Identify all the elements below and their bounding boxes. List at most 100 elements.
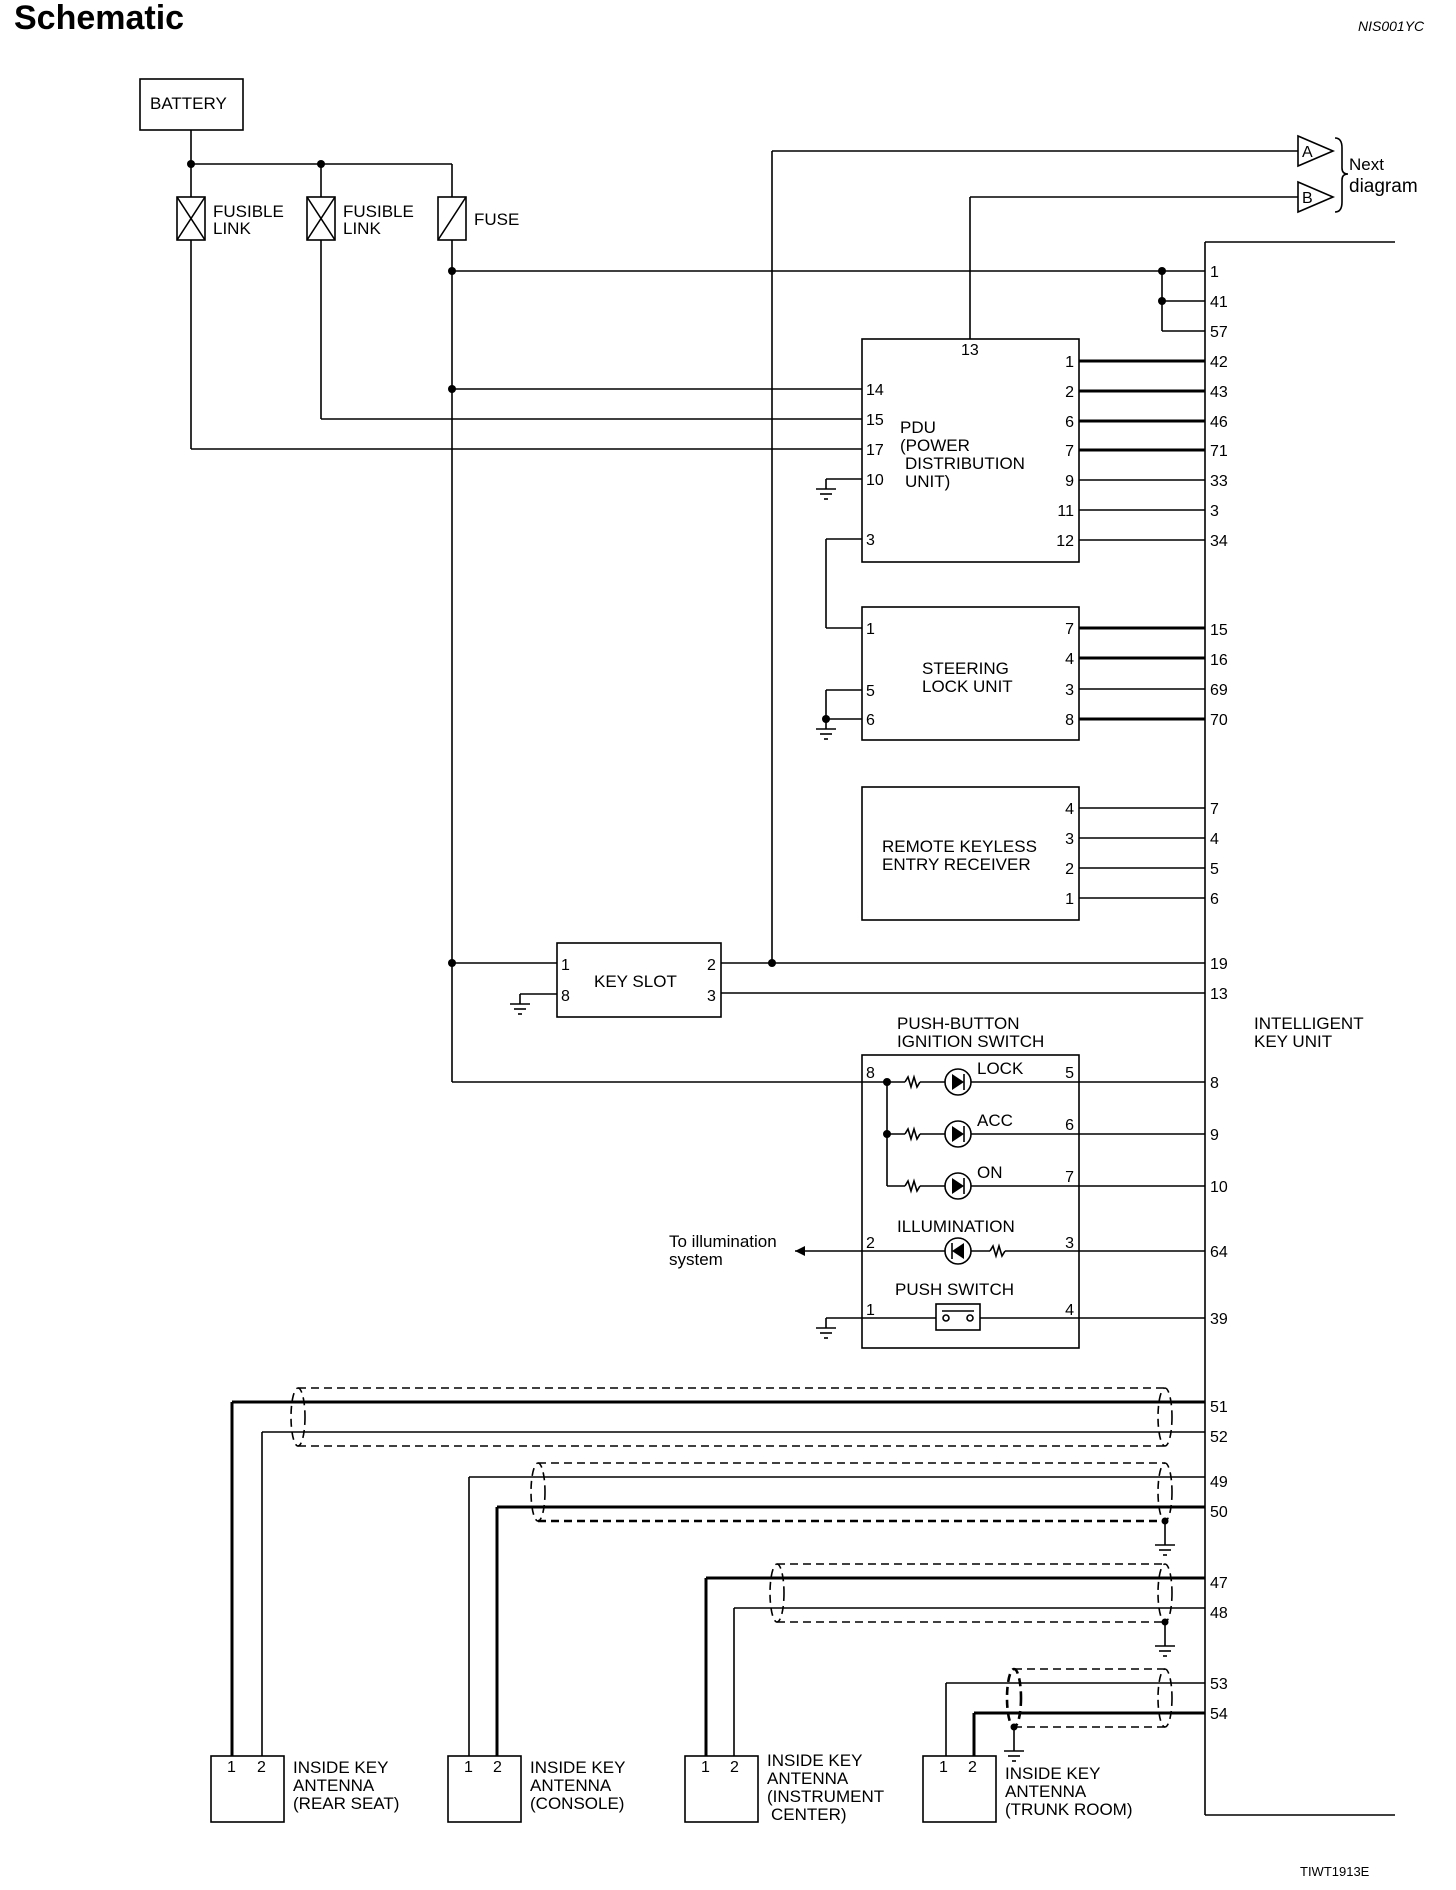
steering-lock-pin: 6	[866, 712, 875, 729]
antenna-instrument-center-label-3: (INSTRUMENT	[767, 1787, 884, 1806]
connector-b	[1297, 180, 1336, 214]
ikey-pin: 19	[1210, 956, 1228, 973]
fusible-link-1-label-2: LINK	[213, 219, 251, 238]
fusible-link-1-label: FUSIBLE	[213, 202, 284, 221]
trunk-room-antenna-harness	[945, 1667, 1205, 1756]
ikey-pin: 41	[1210, 294, 1228, 311]
pdu-left-pins: 14 15 17 10 3	[866, 382, 884, 549]
rke-receiver-pin: 4	[1065, 801, 1074, 818]
antenna-trunk-room: 1 2	[922, 1755, 997, 1823]
fusible-link-2-label-2: LINK	[343, 219, 381, 238]
ignition-switch-label: PUSH-BUTTON	[897, 1014, 1019, 1033]
pdu-pin: 14	[866, 382, 884, 399]
antenna-pin: 2	[493, 1759, 502, 1776]
antenna-console-label-3: (CONSOLE)	[530, 1794, 624, 1813]
antenna-pin: 2	[257, 1759, 266, 1776]
rke-receiver-pins: 4 3 2 1	[1065, 801, 1074, 908]
instrument-center-antenna-harness	[704, 1563, 1205, 1756]
ignition-pin: 2	[866, 1235, 875, 1252]
ikey-pin: 4	[1210, 831, 1219, 848]
ikey-pin: 48	[1210, 1605, 1228, 1622]
antenna-pin: 1	[701, 1759, 710, 1776]
ikey-pin: 34	[1210, 533, 1228, 550]
ignition-pin: 1	[866, 1302, 875, 1319]
ignition-switch-label-2: IGNITION SWITCH	[897, 1032, 1044, 1051]
ikey-pin: 5	[1210, 861, 1219, 878]
rke-receiver-pin: 2	[1065, 861, 1074, 878]
push-switch-label: PUSH SWITCH	[895, 1280, 1014, 1299]
steering-lock-pin: 4	[1065, 651, 1074, 668]
rke-receiver-pin: 1	[1065, 891, 1074, 908]
rke-receiver-label-2: ENTRY RECEIVER	[882, 855, 1031, 874]
steering-lock-pin: 1	[866, 621, 875, 638]
figure-id: TIWT1913E	[1300, 1864, 1370, 1879]
led-illumination	[795, 1237, 1205, 1265]
antenna-pin: 1	[464, 1759, 473, 1776]
antenna-rear-seat-label-3: (REAR SEAT)	[293, 1794, 399, 1813]
ikey-pin: 15	[1210, 622, 1228, 639]
push-switch	[826, 1303, 1205, 1331]
fuse	[437, 196, 467, 241]
steering-lock-pin: 7	[1065, 621, 1074, 638]
steering-lock-pin: 8	[1065, 712, 1074, 729]
ignition-pin: 4	[1065, 1302, 1074, 1319]
pdu-pin: 13	[961, 342, 979, 359]
connector-a	[1297, 134, 1336, 168]
ignition-pin: 8	[866, 1065, 875, 1082]
lock-label: LOCK	[977, 1059, 1024, 1078]
ikey-pin: 9	[1210, 1127, 1219, 1144]
ikey-pin: 8	[1210, 1075, 1219, 1092]
ikey-pin: 70	[1210, 712, 1228, 729]
ikey-pin: 51	[1210, 1399, 1228, 1416]
antenna-instrument-center-label: INSIDE KEY	[767, 1751, 862, 1770]
antenna-instrument-center-label-4: CENTER)	[771, 1805, 847, 1824]
pdu-label: PDU	[900, 418, 936, 437]
on-label: ON	[977, 1163, 1003, 1182]
pdu-pin: 12	[1056, 533, 1074, 550]
pdu-pin: 6	[1065, 414, 1074, 431]
key-slot-pins: 1 8 2 3	[561, 957, 716, 1005]
antenna-trunk-room-label: INSIDE KEY	[1005, 1764, 1100, 1783]
antenna-pin: 1	[939, 1759, 948, 1776]
led-on	[887, 1172, 1205, 1200]
pdu-pin: 7	[1065, 443, 1074, 460]
ikey-pin: 39	[1210, 1311, 1228, 1328]
page-title: Schematic	[14, 0, 184, 37]
ikey-pin: 47	[1210, 1575, 1228, 1592]
ikey-pin: 1	[1210, 264, 1219, 281]
to-illumination-label-2: system	[669, 1250, 723, 1269]
ikey-pin: 42	[1210, 354, 1228, 371]
pdu-pin: 15	[866, 412, 884, 429]
fuse-label: FUSE	[474, 210, 519, 229]
ikey-pin: 50	[1210, 1504, 1228, 1521]
rear-seat-antenna-harness	[230, 1387, 1205, 1756]
rke-receiver-label: REMOTE KEYLESS	[882, 837, 1037, 856]
pdu-right-pins: 1 2 6 7 9 11 12	[1056, 354, 1074, 550]
pdu-pin: 1	[1065, 354, 1074, 371]
rke-receiver-pin: 3	[1065, 831, 1074, 848]
ikey-pin: 71	[1210, 443, 1228, 460]
ignition-pin: 3	[1065, 1235, 1074, 1252]
pdu-pin: 2	[1065, 384, 1074, 401]
antenna-console: 1 2	[447, 1755, 522, 1823]
acc-label: ACC	[977, 1111, 1013, 1130]
pdu-pin: 10	[866, 472, 884, 489]
ikey-pin: 54	[1210, 1706, 1228, 1723]
diagram-code: NIS001YC	[1358, 18, 1425, 34]
ignition-switch-right-pins: 5 6 7 3 4	[1065, 1065, 1074, 1319]
pdu-label-4: UNIT)	[905, 472, 950, 491]
antenna-console-label: INSIDE KEY	[530, 1758, 625, 1777]
pdu-label-3: DISTRIBUTION	[905, 454, 1025, 473]
steering-lock-label: STEERING	[922, 659, 1009, 678]
antenna-pin: 2	[968, 1759, 977, 1776]
led-lock	[887, 1068, 1205, 1096]
pdu-pin: 17	[866, 442, 884, 459]
ignition-switch-box	[861, 1054, 1080, 1349]
ikey-pin: 49	[1210, 1474, 1228, 1491]
antenna-rear-seat-label-2: ANTENNA	[293, 1776, 375, 1795]
ikey-pin: 43	[1210, 384, 1228, 401]
fusible-link-1	[176, 196, 206, 241]
ignition-pin: 5	[1065, 1065, 1074, 1082]
steering-lock-box	[861, 606, 1080, 741]
antenna-console-label-2: ANTENNA	[530, 1776, 612, 1795]
